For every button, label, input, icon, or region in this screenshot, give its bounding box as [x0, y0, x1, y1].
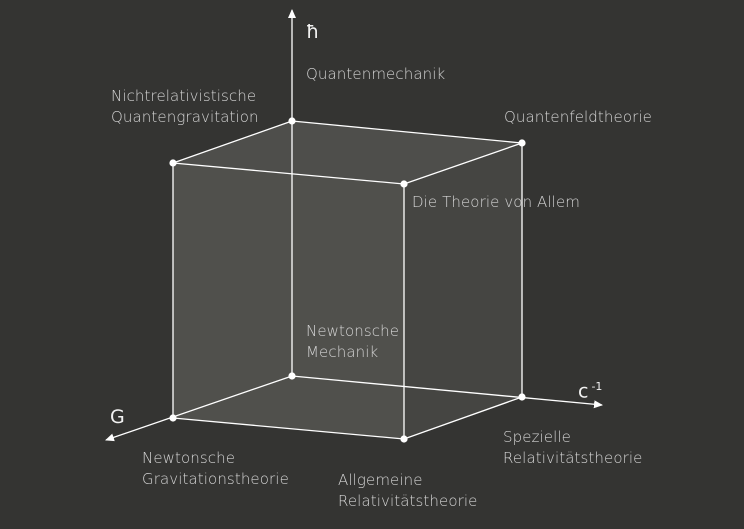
- vertex-newtonian-mechanics: [288, 372, 296, 380]
- label-line: Mechanik: [306, 343, 379, 361]
- c-inverse-axis: [291, 375, 603, 409]
- c-inverse-axis-label: c-1: [578, 376, 602, 402]
- cube-face-top: [173, 121, 522, 184]
- cube-face-front: [173, 163, 404, 439]
- label-line: Newtonsche: [142, 449, 236, 467]
- label-nonrel-quantum-gravity: Nichtrelativistische Quantengravitation: [111, 86, 259, 128]
- vertex-nonrel-quantum-gravity: [169, 159, 177, 167]
- cube-edge: [291, 120, 523, 144]
- label-line: Quantengravitation: [111, 108, 259, 126]
- g-axis-label: G: [110, 406, 125, 428]
- vertex-general-relativity: [400, 435, 408, 443]
- label-line: Relativitätstheorie: [503, 449, 643, 467]
- label-theory-of-everything: Die Theorie von Allem: [412, 193, 580, 211]
- cube-edge: [172, 417, 405, 440]
- label-quantum-field-theory: Quantenfeldtheorie: [504, 108, 652, 126]
- label-line: Nichtrelativistische: [111, 87, 257, 105]
- label-newtonian-gravity: Newtonsche Gravitationstheorie: [142, 448, 289, 490]
- label-line: Gravitationstheorie: [142, 470, 289, 488]
- hbar-axis-label: ħ: [306, 21, 320, 43]
- label-newtonian-mechanics: Newtonsche Mechanik: [306, 321, 399, 363]
- label-line: Relativitätstheorie: [338, 492, 478, 510]
- cube-edge: [172, 120, 293, 164]
- vertex-newtonian-gravity: [169, 414, 177, 422]
- cube-face-right: [404, 143, 522, 439]
- c-inverse-symbol: c: [578, 380, 589, 403]
- label-general-relativity: Allgemeine Relativitätstheorie: [338, 470, 477, 512]
- cube-edge: [403, 142, 523, 185]
- vertex-quantum-field-theory: [518, 139, 526, 147]
- vertex-special-relativity: [518, 393, 526, 401]
- g-axis: [105, 375, 293, 442]
- label-line: Spezielle: [503, 428, 572, 446]
- cube-edge: [172, 162, 405, 185]
- label-quantum-mechanics: Quantenmechanik: [306, 65, 446, 83]
- vertex-theory-of-everything: [400, 180, 408, 188]
- vertex-quantum-mechanics: [288, 117, 296, 125]
- label-line: Newtonsche: [306, 322, 400, 340]
- label-special-relativity: Spezielle Relativitätstheorie: [503, 427, 642, 469]
- label-line: Allgemeine: [338, 471, 423, 489]
- c-inverse-exponent: -1: [591, 380, 603, 393]
- cube-edge: [403, 396, 523, 440]
